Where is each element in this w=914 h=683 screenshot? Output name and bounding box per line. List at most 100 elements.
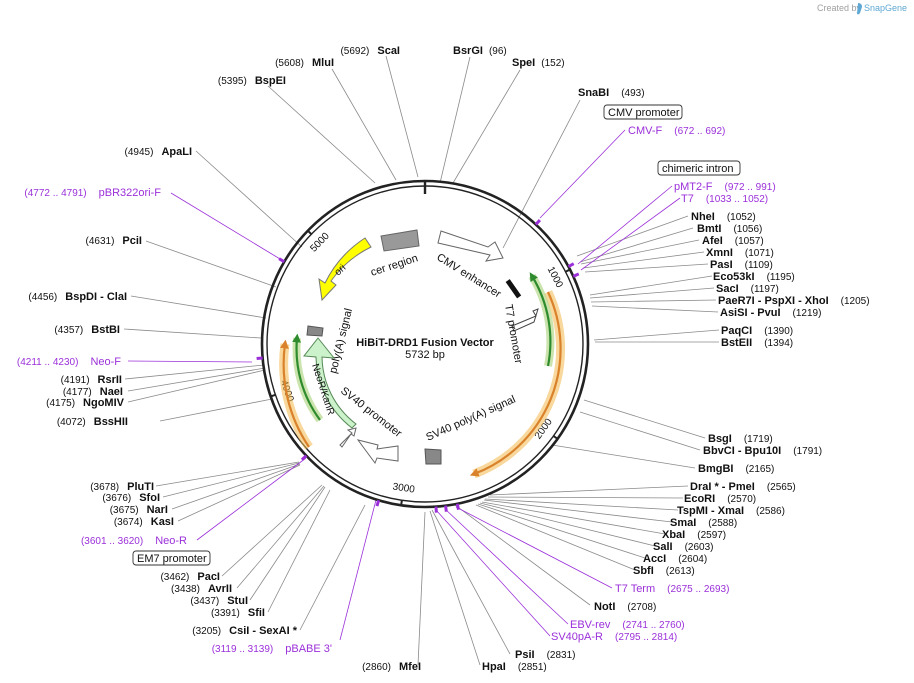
primer-mark: [455, 503, 460, 510]
enzyme-label: SpeI(152): [512, 57, 565, 69]
primer-mark: [534, 219, 541, 226]
primer-mark: [572, 272, 580, 278]
scale-label: 1000: [545, 265, 565, 290]
scale-tick: [552, 435, 559, 441]
boxed-label-cmv-promoter: CMV promoter: [603, 104, 683, 120]
scale-label: 3000: [392, 481, 416, 495]
scale-tick: [306, 229, 313, 235]
feature-label-sv40-polya: SV40 poly(A) signal: [424, 393, 517, 443]
enzyme-label: (2860)MfeI: [362, 661, 421, 673]
enzyme-label: (3674)KasI: [114, 516, 174, 528]
enzyme-label: (3678)PluTI: [90, 481, 154, 493]
primer-label: SV40pA-R(2795 .. 2814): [551, 631, 677, 643]
feature-label-t7-promoter: T7 promoter: [502, 303, 524, 364]
leader-lines: [123, 55, 720, 666]
enzyme-label: (3676)SfoI: [102, 492, 160, 504]
enzyme-label: (4357)BstBI: [54, 324, 120, 336]
svg-text:EM7 promoter: EM7 promoter: [137, 553, 207, 565]
primer-label: (4211 .. 4230)Neo-F: [17, 356, 121, 368]
enzyme-label: BsrGI(96): [453, 45, 507, 57]
enzyme-label: SnaBI(493): [578, 87, 645, 99]
enzyme-label: (3205)CsiI - SexAI *: [192, 625, 297, 637]
enzyme-label: BmgBI(2165): [698, 463, 774, 475]
enzyme-label: (4072)BssHII: [57, 416, 128, 428]
enzyme-label: PaqCI(1390): [721, 325, 793, 337]
boxed-label-em7-promoter: EM7 promoter: [132, 550, 211, 566]
orf-arrow-neo: [292, 333, 321, 421]
enzyme-label: (3391)SfiI: [211, 607, 265, 619]
enzyme-label: (5692)ScaI: [340, 45, 400, 57]
primer-label: (3601 .. 3620)Neo-R: [81, 535, 187, 547]
primer-label: (3119 .. 3139)pBABE 3': [212, 643, 332, 655]
enzyme-label: TspMI - XmaI(2586): [677, 505, 785, 517]
enzyme-label: BmtI(1056): [697, 223, 762, 235]
boxed-label-chimeric-intron: chimeric intron: [657, 160, 741, 176]
enzyme-label: SacI(1197): [716, 283, 779, 295]
orf-highlights: [279, 272, 566, 479]
primer-mark: [256, 356, 263, 361]
primer-marks: [256, 219, 580, 513]
scale-tick: [269, 393, 276, 398]
primer-label: EBV-rev(2741 .. 2760): [570, 619, 685, 631]
plasmid-name: HiBiT-DRD1 Fusion Vector: [356, 337, 494, 349]
enzyme-label: NheI(1052): [691, 211, 756, 223]
primer-mark: [375, 499, 381, 507]
enzyme-label: BbvCI - Bpu10I(1791): [703, 445, 822, 457]
ori-arrow: [318, 237, 372, 302]
enzyme-label: SalI(2603): [653, 541, 713, 553]
primer-label: pMT2-F(972 .. 991): [674, 181, 776, 193]
enzyme-label: XbaI(2597): [662, 529, 726, 541]
enzyme-label: AfeI(1057): [702, 235, 764, 247]
enzyme-label: BsgI(1719): [708, 433, 773, 445]
enzyme-labels: BsrGI(96) SpeI(152) SnaBI(493) NheI(1052…: [28, 45, 869, 673]
polya-signal-block: [306, 325, 324, 337]
enzyme-label: PsiI(2831): [515, 649, 575, 661]
enzyme-label: AsiSI - PvuI(1219): [720, 307, 821, 319]
snapgene-logo-icon: [857, 3, 862, 15]
features-ring: [303, 229, 539, 465]
primer-label: T7 Term(2675 .. 2693): [615, 583, 729, 595]
sv40-polya-block: [424, 448, 442, 465]
primer-mark: [567, 262, 575, 268]
credit-prefix: Created by: [817, 3, 862, 13]
enzyme-label: (4631)PciI: [86, 235, 142, 247]
orf-arrow-left: [280, 339, 310, 448]
credit-brand: SnapGene: [864, 3, 907, 13]
enzyme-label: BstEII(1394): [721, 337, 793, 349]
enzyme-label: NotI(2708): [594, 601, 656, 613]
enzyme-label: (5395)BspEI: [218, 75, 286, 87]
enzyme-label: (3437)StuI: [190, 595, 248, 607]
enzyme-label: PasI(1109): [710, 259, 773, 271]
enzyme-label: (5608)MluI: [275, 57, 334, 69]
enzyme-label: Eco53kI(1195): [713, 271, 795, 283]
feature-label-cer-region: cer region: [369, 252, 419, 279]
enzyme-label: SmaI(2588): [670, 517, 737, 529]
feature-label-polya-signal: poly(A) signal: [327, 307, 355, 375]
enzyme-label: (4456)BspDI - ClaI: [28, 291, 127, 303]
enzyme-label: PaeR7I - PspXI - XhoI(1205): [718, 295, 870, 307]
neor-kanr-arrow: [303, 337, 357, 429]
enzyme-label: SbfI(2613): [633, 565, 695, 577]
neor-small-arrow: [339, 427, 357, 448]
enzyme-label: (3675)NarI: [110, 504, 168, 516]
enzyme-label: DraI * - PmeI(2565): [690, 481, 796, 493]
primer-label: T7(1033 .. 1052): [681, 193, 768, 205]
sv40-promoter-arrow: [356, 439, 399, 465]
enzyme-label: (3462)PacI: [160, 571, 220, 583]
primer-label: (4772 .. 4791)pBR322ori-F: [24, 187, 161, 199]
feature-label-sv40-promoter: SV40 promoter: [338, 385, 404, 440]
enzyme-label: (4175)NgoMIV: [46, 397, 125, 409]
primer-mark: [444, 505, 448, 512]
primer-label: CMV-F(672 .. 692): [628, 125, 725, 137]
t7-primer-bar: [505, 279, 522, 299]
svg-text:chimeric intron: chimeric intron: [662, 163, 734, 175]
enzyme-label: (4191)RsrII: [61, 374, 122, 386]
cer-region-block: [380, 229, 420, 252]
t7-promoter-arrow: [511, 308, 539, 332]
primer-labels: CMV-F(672 .. 692) pMT2-F(972 .. 991) T7(…: [17, 125, 776, 655]
enzyme-label: XmnI(1071): [706, 247, 774, 259]
primer-leaders: [127, 129, 681, 641]
primer-mark: [278, 257, 286, 264]
plasmid-size: 5732 bp: [405, 349, 445, 361]
